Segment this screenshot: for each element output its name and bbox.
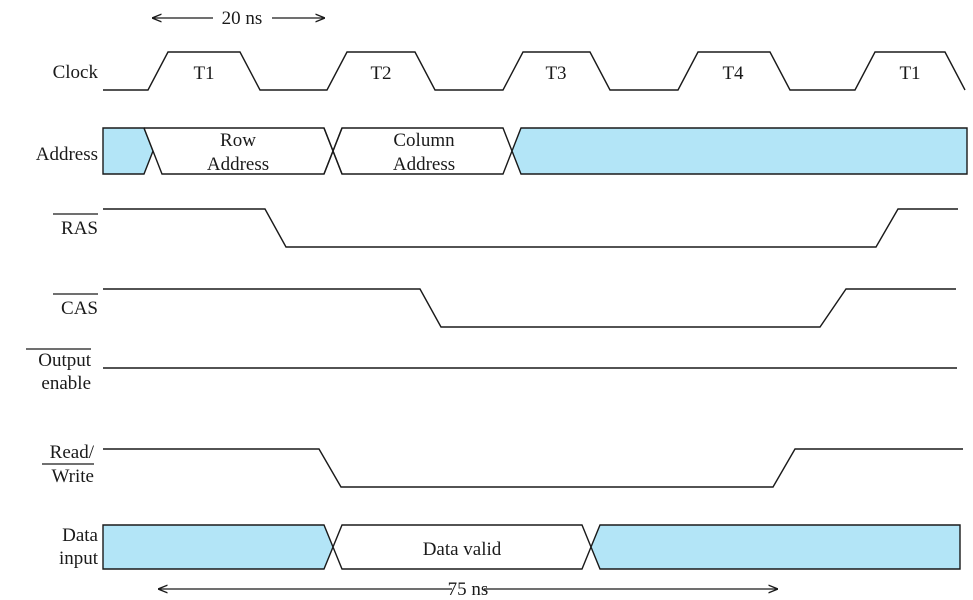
cas-label: CAS [61,298,98,319]
ras-waveform [103,208,958,248]
clock-state-t1: T1 [193,63,214,84]
address-label: Address [36,144,98,165]
data-valid-label: Data valid [423,539,502,560]
clock-state-t1-next: T1 [899,63,920,84]
clock-label: Clock [53,62,99,83]
ras-label: RAS [61,218,98,239]
read-write-signal: Read/ Write [42,442,963,488]
access-time-dimension: 75 ns [158,579,778,600]
column-address-line2: Address [393,154,455,175]
clock-signal: Clock T1 T2 T3 T4 T1 [53,51,966,91]
ras-signal: RAS [53,208,958,248]
data-input-invalid-start [102,524,334,570]
address-cross-1 [323,127,343,175]
address-signal: Address Row Address Column Address [36,127,968,175]
row-address-line1: Row [220,130,256,151]
output-enable-label-line1: Output [38,350,92,371]
clock-state-t2: T2 [370,63,391,84]
address-invalid-start [102,127,154,175]
read-write-label-line1: Read/ [50,442,95,463]
data-input-invalid-end [590,524,961,570]
access-time-label: 75 ns [448,579,489,600]
address-invalid-end [511,127,968,175]
clock-period-label: 20 ns [222,8,263,29]
read-write-label-line2: Write [52,466,95,487]
read-write-waveform [103,448,963,488]
cas-signal: CAS [53,288,956,328]
output-enable-signal: Output enable [26,348,957,394]
output-enable-label-line2: enable [41,373,91,394]
clock-waveform [103,51,966,91]
clock-state-t3: T3 [545,63,566,84]
column-address-line1: Column [393,130,455,151]
data-input-signal: Data input Data valid [59,524,961,570]
clock-state-t4: T4 [722,63,744,84]
data-input-label-line2: input [59,548,99,569]
data-input-label-line1: Data [62,525,98,546]
row-address-line2: Address [207,154,269,175]
cas-waveform [103,288,956,328]
clock-period-dimension: 20 ns [152,8,325,29]
